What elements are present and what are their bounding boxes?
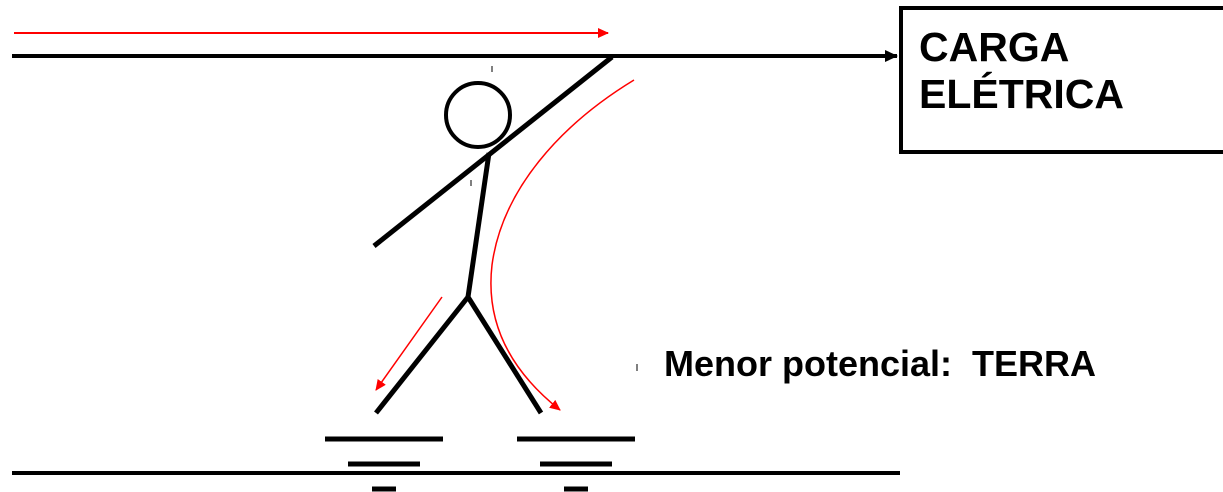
person-body bbox=[465, 152, 492, 298]
leg-current-arrow bbox=[375, 296, 443, 391]
ground-symbol-left bbox=[325, 436, 443, 492]
person-arm bbox=[372, 55, 614, 248]
body-current-arrow bbox=[490, 79, 635, 411]
electric-load-label: CARGA ELÉTRICA bbox=[919, 24, 1124, 117]
person-figure bbox=[372, 55, 614, 415]
ground-symbol-right bbox=[517, 436, 635, 492]
electric-load-box: CARGA ELÉTRICA bbox=[899, 6, 1223, 154]
person-head bbox=[444, 81, 512, 149]
person-left-leg bbox=[374, 295, 470, 415]
lower-potential-label: Menor potencial: TERRA bbox=[664, 343, 1097, 384]
person-right-leg bbox=[465, 295, 544, 415]
